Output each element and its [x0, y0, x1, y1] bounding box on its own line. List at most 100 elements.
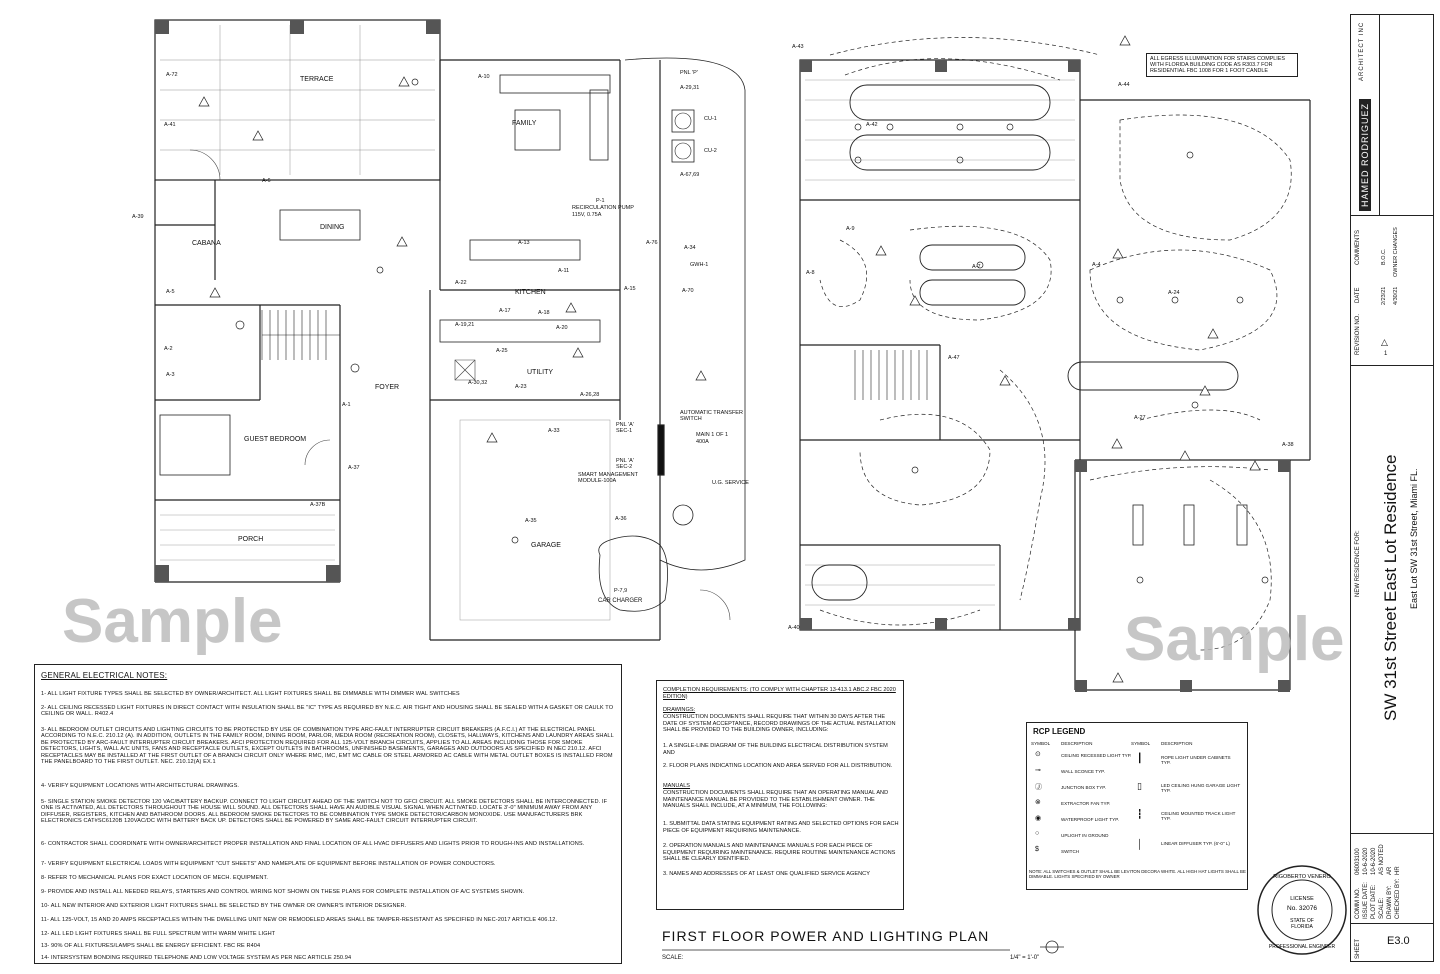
circuit-label: A-37: [348, 465, 360, 471]
drawings-item-1: 1. A SINGLE-LINE DIAGRAM OF THE BUILDING…: [663, 743, 888, 756]
circuit-label: A-76: [646, 240, 658, 246]
rcp-col-desc-2: DESCRIPTION: [1161, 741, 1193, 746]
circuit-label: A-33: [548, 428, 560, 434]
circuit-label: A-38: [1282, 442, 1294, 448]
circuit-label: A-35: [525, 518, 537, 524]
note-item: 4- VERIFY EQUIPMENT LOCATIONS WITH ARCHI…: [41, 783, 240, 789]
plan-title: FIRST FLOOR POWER AND LIGHTING PLAN: [662, 928, 990, 944]
seal-name: RIGOBERTO VENERO: [1273, 874, 1331, 880]
rev1-date: 2/23/21: [1381, 286, 1387, 305]
circuit-label: A-43: [792, 44, 804, 50]
manuals-item-2: 2. OPERATION MANUALS AND MAINTENANCE MAN…: [663, 843, 896, 863]
circuit-label: A-70: [682, 288, 694, 294]
drawn-by-value: AR: [1387, 866, 1393, 875]
new-residence-label: NEW RESIDENCE FOR:: [1355, 530, 1361, 597]
circuit-label: A-4: [1092, 262, 1101, 268]
circuit-label: A-39: [132, 214, 144, 220]
scale-label-tb: SCALE:: [1379, 897, 1385, 919]
label-main: MAIN 1 OF 1: [696, 432, 729, 438]
comments-header: COMMENTS: [1355, 230, 1361, 265]
linear-diffuser-icon: │: [1137, 839, 1143, 849]
engineer-seal: LICENSE No. 32076 STATE OF FLORIDA RIGOB…: [1257, 865, 1347, 955]
circuit-label: A-41: [164, 122, 176, 128]
circuit-label: A-30,32: [468, 380, 488, 386]
general-notes-box: GENERAL ELECTRICAL NOTES: 1- ALL LIGHT F…: [34, 664, 622, 964]
circuit-label: A-9: [846, 226, 855, 232]
note-item: 13- 90% OF ALL FIXTURES/LAMPS SHALL BE E…: [41, 943, 261, 949]
rcp-item: CEILING RECESSED LIGHT TYP.: [1061, 753, 1132, 758]
project-address: East Lot SW 31st Street, Miami FL.: [1409, 468, 1419, 609]
comm-no-label: COMM NO.: [1355, 887, 1361, 919]
label-recirc-spec: 115V, 0.75A: [572, 212, 602, 218]
note-item: 12- ALL LED LIGHT FIXTURES SHALL BE FULL…: [41, 931, 276, 937]
label-pnl-a-sec2: PNL 'A' SEC-2: [616, 458, 634, 470]
completion-heading: COMPLETION REQUIREMENTS: (TO COMPLY WITH…: [663, 687, 896, 700]
scale-value-tb: AS NOTED: [1379, 844, 1385, 875]
label-main-amp: 400A: [696, 439, 709, 445]
revision-header: REVISION NO.: [1355, 313, 1361, 355]
issue-date-label: ISSUE DATE:: [1363, 882, 1369, 919]
rcp-item: SWITCH: [1061, 849, 1080, 854]
circuit-label: A-17: [499, 308, 511, 314]
circuit-label: A-5: [166, 289, 175, 295]
circuit-label: A-29,31: [680, 85, 700, 91]
rcp-col-symbol: SYMBOL: [1031, 741, 1051, 746]
label-pnl-a-sec1: PNL 'A' SEC-1: [616, 422, 634, 434]
circuit-label: A-72: [166, 72, 178, 78]
room-label-kitchen: KITCHEN: [515, 289, 546, 296]
manuals-item-1: 1. SUBMITTAL DATA STATING EQUIPMENT RATI…: [663, 821, 899, 834]
seal-state: STATE OF: [1290, 918, 1314, 924]
plot-date-value: 10-6-2020: [1371, 847, 1377, 875]
circuit-label: A-6: [262, 178, 271, 184]
rope-light-icon: ┃: [1137, 753, 1143, 763]
label-cu2: CU-2: [704, 148, 717, 154]
watermark-right: Sample: [1124, 605, 1345, 674]
note-item: 3- ALL BEDROOM OUTLET CIRCUITS AND LIGHT…: [41, 727, 614, 766]
rcp-item: WALL SCONCE TYP.: [1061, 769, 1105, 774]
label-recirc: RECIRCULATION PUMP: [572, 205, 634, 211]
rcp-item: LED CEILING HUNG GARAGE LIGHT TYP.: [1161, 783, 1241, 793]
rcp-item: JUNCTION BOX TYP.: [1061, 785, 1107, 790]
issue-date-value: 10-6-2020: [1363, 847, 1369, 875]
circuit-label: A-18: [538, 310, 550, 316]
plot-date-label: PLOT DATE:: [1371, 884, 1377, 919]
room-label-car-charger: CAR CHARGER: [598, 598, 643, 604]
junction-box-icon: Ⓙ: [1035, 784, 1042, 791]
note-item: 11- ALL 125-VOLT, 15 AND 20 AMPS RECEPTA…: [41, 917, 558, 923]
rcp-item: WATERPROOF LIGHT TYP.: [1061, 817, 1119, 822]
extractor-fan-icon: ⊗: [1035, 799, 1041, 806]
uplight-icon: ○: [1035, 830, 1040, 837]
wall-sconce-icon: ⊸: [1035, 767, 1041, 774]
label-p79: P-7,9: [614, 588, 628, 594]
circuit-label: A-47: [948, 355, 960, 361]
label-smart-module: SMART MANAGEMENT MODULE-100A: [578, 472, 638, 484]
egress-note: ALL EGRESS ILLUMINATION FOR STAIRS COMPL…: [1146, 53, 1298, 77]
firm-sub: ARCHITECT INC: [1359, 21, 1365, 81]
circuit-label: A-36: [615, 516, 627, 522]
label-panel-p: PNL 'P': [680, 70, 698, 76]
rcp-legend-note: NOTE: ALL SWITCHES & OUTLET SHALL BE LEV…: [1029, 869, 1246, 879]
note-item: 6- CONTRACTOR SHALL COORDINATE WITH OWNE…: [41, 841, 585, 847]
checked-by-value: HR: [1395, 866, 1401, 875]
rcp-col-symbol-2: SYMBOL: [1131, 741, 1151, 746]
sheet-number: E3.0: [1387, 935, 1410, 947]
seal-number: No. 32076: [1287, 905, 1317, 912]
label-pool-pump: P-1: [596, 198, 605, 204]
rcp-item: EXTRACTOR FAN TYP.: [1061, 801, 1111, 806]
room-label-garage: GARAGE: [531, 542, 561, 549]
room-label-foyer: FOYER: [375, 384, 400, 391]
completion-requirements-box: COMPLETION REQUIREMENTS: (TO COMPLY WITH…: [656, 680, 904, 910]
note-item: 10- ALL NEW INTERIOR AND EXTERIOR LIGHT …: [41, 903, 407, 909]
rev2-comment: OWNER CHANGES: [1393, 227, 1399, 277]
note-item: 8- REFER TO MECHANICAL PLANS FOR EXACT L…: [41, 875, 269, 881]
circuit-label: A-24: [1168, 290, 1180, 296]
circuit-label: A-44: [1118, 82, 1130, 88]
drawings-item-2: 2. FLOOR PLANS INDICATING LOCATION AND A…: [663, 763, 893, 769]
checked-by-label: CHECKED BY:: [1395, 878, 1401, 919]
firm-name: HAMED RODRIGUEZ: [1359, 98, 1371, 211]
circuit-label: A-13: [518, 240, 530, 246]
watermark-left: Sample: [62, 587, 283, 656]
rcp-col-desc: DESCRIPTION: [1061, 741, 1093, 746]
drawings-heading: DRAWINGS:: [663, 707, 696, 713]
title-block: HAMED RODRIGUEZ ARCHITECT INC COMMENTS D…: [1350, 14, 1434, 962]
